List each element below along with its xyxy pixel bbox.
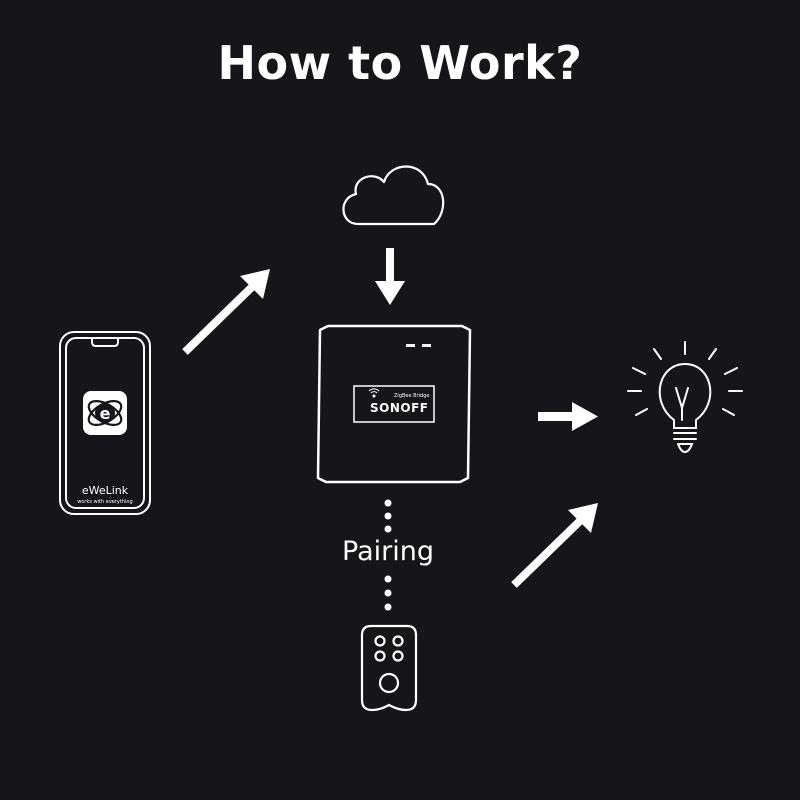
ewelink-app-icon: e [83,391,127,435]
page-title: How to Work? [217,36,583,90]
up-right-arrow-2-icon [511,503,598,588]
bridge-label-plate [353,385,435,423]
pairing-label: Pairing [342,536,434,567]
light-bulb-icon [627,341,743,454]
down-arrow-icon [375,248,405,305]
wireless-icon [368,388,380,398]
right-arrow-icon [538,402,598,431]
zigbee-bridge-icon: SONOFF ZigBee Bridge [316,324,472,484]
phone-app-tagline: works with everything [77,499,132,505]
status-led-1 [406,344,415,347]
status-led-2 [422,344,431,347]
pairing-dots-top [384,499,392,533]
cloud-icon [342,165,445,226]
phone-app-name: eWeLink [82,484,129,497]
bridge-brand: SONOFF [370,401,428,415]
phone-icon [59,331,151,515]
svg-text:e: e [100,404,111,423]
up-right-arrow-icon [182,269,270,355]
bridge-model: ZigBee Bridge [394,393,429,399]
pairing-dots-bottom [384,575,392,611]
remote-control-icon [360,624,418,712]
